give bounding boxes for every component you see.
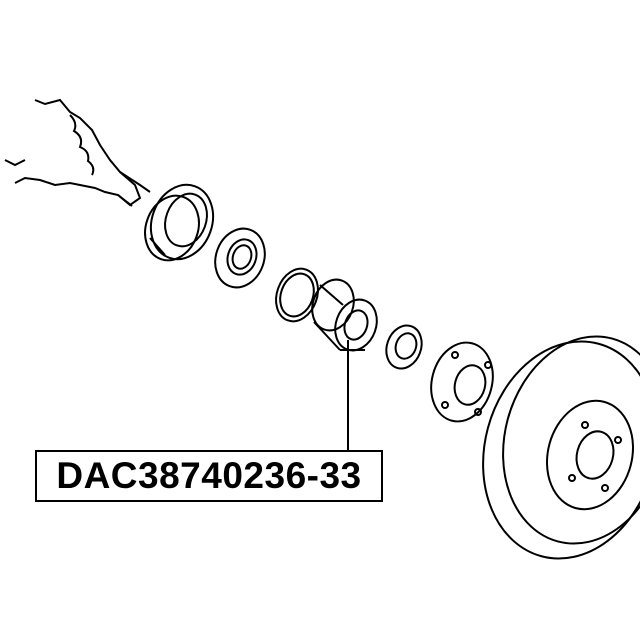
snap-ring bbox=[275, 267, 319, 323]
hub-flange bbox=[430, 341, 494, 423]
outer-seal bbox=[144, 183, 215, 262]
outer-bearing bbox=[214, 227, 266, 289]
inner-bearing bbox=[385, 324, 423, 370]
drive-shaft-boot bbox=[4, 98, 151, 207]
brake-disc bbox=[482, 335, 640, 560]
part-number-label: DAC38740236-33 bbox=[35, 450, 383, 502]
wheel-bearing bbox=[311, 278, 378, 352]
